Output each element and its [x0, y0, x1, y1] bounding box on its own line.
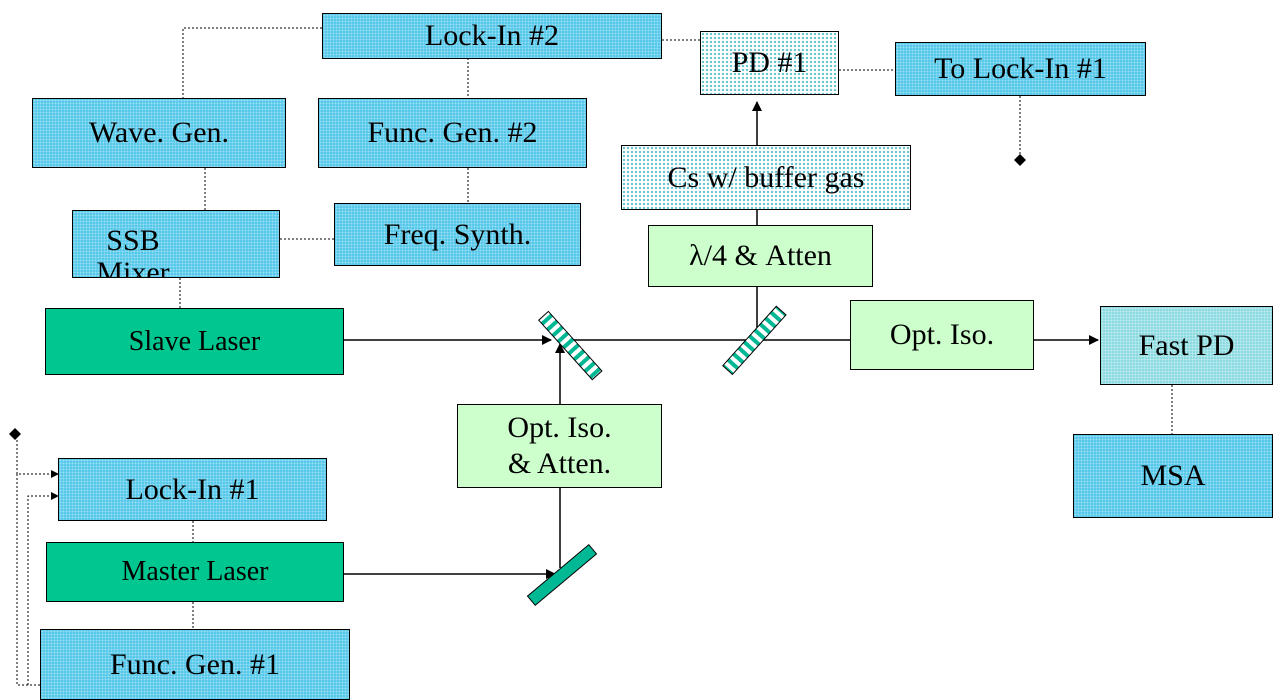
mirror-3	[526, 543, 598, 607]
diamond-marker-left	[9, 428, 21, 440]
freq-synth-label: Freq. Synth.	[383, 217, 532, 251]
cs-cell-label: Cs w/ buffer gas	[667, 160, 865, 194]
quarter-wave-atten-block: λ/4 & Atten	[648, 225, 873, 287]
beam-splitter-1	[538, 310, 603, 381]
master-laser-block: Master Laser	[46, 542, 344, 602]
opt-iso-atten-label-line1: Opt. Iso.	[507, 411, 612, 444]
cs-cell-block: Cs w/ buffer gas	[621, 145, 911, 210]
to-lock-in-1-block: To Lock-In #1	[895, 42, 1146, 96]
wire-left-feedback-3	[27, 492, 59, 685]
slave-laser-label: Slave Laser	[128, 325, 261, 357]
msa-block: MSA	[1073, 434, 1273, 518]
lock-in-1-block: Lock-In #1	[58, 458, 327, 521]
beam-splitter-2	[722, 305, 787, 376]
slave-laser-block: Slave Laser	[45, 308, 344, 375]
wave-gen-block: Wave. Gen.	[32, 98, 286, 168]
fast-pd-block: Fast PD	[1100, 306, 1273, 385]
func-gen-2-label: Func. Gen. #2	[367, 116, 538, 149]
wire-lockin2-wavegen	[182, 27, 322, 98]
opt-iso-block: Opt. Iso.	[850, 300, 1034, 370]
wire-left-feedback-1	[16, 440, 59, 478]
diamond-marker-right	[1014, 154, 1026, 166]
quarter-wave-atten-label: λ/4 & Atten	[689, 239, 832, 272]
to-lock-in-1-label: To Lock-In #1	[934, 52, 1107, 85]
ssb-mixer-block: SSB Mixer	[72, 210, 280, 278]
func-gen-1-label: Func. Gen. #1	[110, 647, 280, 681]
lock-in-2-label: Lock-In #2	[424, 19, 560, 52]
pd-1-block: PD #1	[700, 31, 839, 95]
master-laser-label: Master Laser	[121, 556, 269, 587]
func-gen-1-block: Func. Gen. #1	[40, 629, 350, 700]
opt-iso-atten-block: Opt. Iso. & Atten.	[457, 404, 662, 488]
wave-gen-label: Wave. Gen.	[88, 116, 230, 149]
msa-label: MSA	[1140, 459, 1206, 492]
opt-iso-label: Opt. Iso.	[889, 318, 995, 351]
opt-iso-atten-label-line2: & Atten.	[507, 447, 612, 480]
pd-1-label: PD #1	[731, 46, 808, 79]
lock-in-2-block: Lock-In #2	[322, 13, 662, 59]
func-gen-2-block: Func. Gen. #2	[318, 98, 587, 168]
freq-synth-block: Freq. Synth.	[334, 203, 581, 266]
lock-in-1-label: Lock-In #1	[125, 472, 260, 506]
fast-pd-label: Fast PD	[1138, 328, 1235, 362]
ssb-mixer-label: SSB Mixer	[96, 224, 170, 278]
